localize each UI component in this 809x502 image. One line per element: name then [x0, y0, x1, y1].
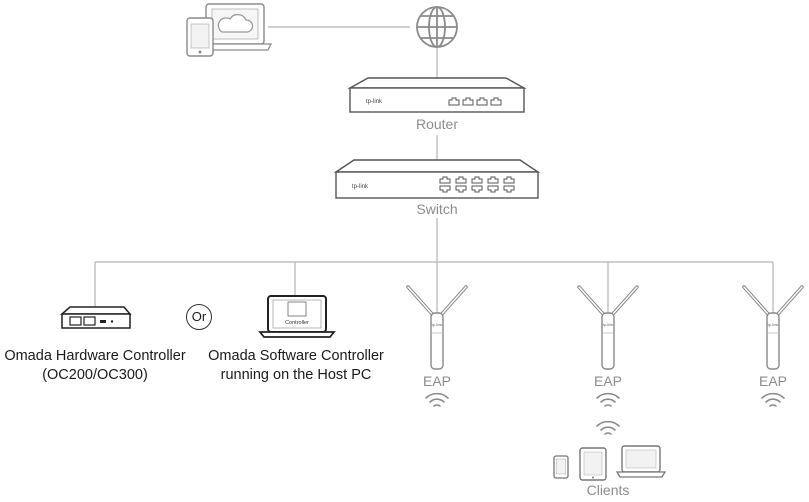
internet-globe-icon	[416, 6, 458, 48]
switch-icon: tp-link	[333, 159, 541, 199]
switch-brand-text: tp-link	[352, 184, 369, 190]
controller-screen-text: Controller	[285, 320, 309, 326]
wifi-icon	[425, 392, 449, 407]
wifi-icon	[596, 392, 620, 407]
eap-label-2: EAP	[593, 373, 622, 389]
eap-icon: tp-link	[406, 285, 468, 370]
cloud-devices-icon	[186, 3, 273, 57]
software-controller-label-line2: running on the Host PC	[220, 367, 372, 383]
clients-label: Clients	[586, 482, 630, 498]
laptop-controller-icon: Controller	[258, 295, 336, 338]
eap-label-3: EAP	[758, 373, 787, 389]
eap-icon: tp-link	[742, 285, 804, 370]
hardware-controller-label-line1: Omada Hardware Controller	[4, 348, 186, 364]
wifi-icon	[596, 420, 620, 435]
eap-brand-text: tp-link	[768, 322, 779, 327]
eap-icon: tp-link	[577, 285, 639, 370]
or-badge: Or	[186, 304, 212, 330]
laptop-icon	[615, 445, 667, 478]
switch-label: Switch	[416, 201, 458, 217]
router-brand-text: tp-link	[366, 99, 383, 105]
connection-lines	[94, 26, 774, 315]
phone-icon	[553, 455, 569, 479]
eap-brand-text: tp-link	[432, 322, 443, 327]
tablet-icon	[579, 447, 607, 481]
eap-brand-text: tp-link	[603, 322, 614, 327]
wifi-icon	[761, 392, 785, 407]
hardware-controller-icon	[60, 306, 132, 329]
software-controller-label-line1: Omada Software Controller	[208, 348, 384, 364]
eap-label-1: EAP	[422, 373, 451, 389]
router-icon: tp-link	[347, 77, 527, 113]
router-label: Router	[415, 116, 459, 132]
hardware-controller-label-line2: (OC200/OC300)	[42, 367, 148, 383]
